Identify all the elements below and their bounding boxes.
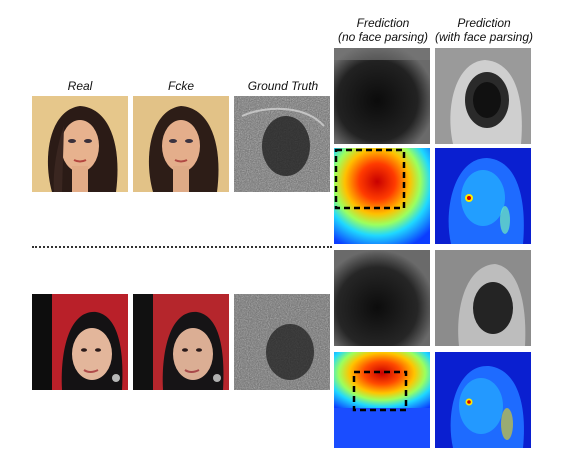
- col-label-fake: Fcke: [167, 79, 194, 93]
- row1-pred-with-parsing-heatmap: [435, 148, 531, 244]
- row1-pred-no-parsing-gray: [334, 48, 430, 144]
- col-label-ground-truth: Ground Truth: [247, 79, 319, 93]
- col-label-pred-with-parsing-2: (with face parsing): [434, 30, 534, 44]
- row2-pred-no-parsing-heatmap: [334, 352, 430, 448]
- col-label-pred-no-parsing-2: (no face parsing): [337, 30, 429, 44]
- row2-real-image: [32, 294, 128, 390]
- row1-pred-with-parsing-gray: [435, 48, 531, 144]
- row2-bbox: [352, 370, 408, 412]
- row2-pred-with-parsing-gray: [435, 250, 531, 346]
- row1-fake-image: [133, 96, 229, 192]
- row1-ground-truth-map: [234, 96, 330, 192]
- col-label-real: Real: [67, 79, 93, 93]
- row2-pred-with-parsing-heatmap: [435, 352, 531, 448]
- row1-real-image: [32, 96, 128, 192]
- col-label-pred-no-parsing-1: Frediction: [356, 16, 410, 30]
- row1-pred-no-parsing-heatmap: [334, 148, 430, 244]
- row2-ground-truth-map: [234, 294, 330, 390]
- col-label-pred-with-parsing-1: Prediction: [457, 16, 511, 30]
- row1-bbox: [334, 148, 406, 210]
- row2-fake-image: [133, 294, 229, 390]
- row2-pred-no-parsing-gray: [334, 250, 430, 346]
- row-divider: [32, 246, 332, 248]
